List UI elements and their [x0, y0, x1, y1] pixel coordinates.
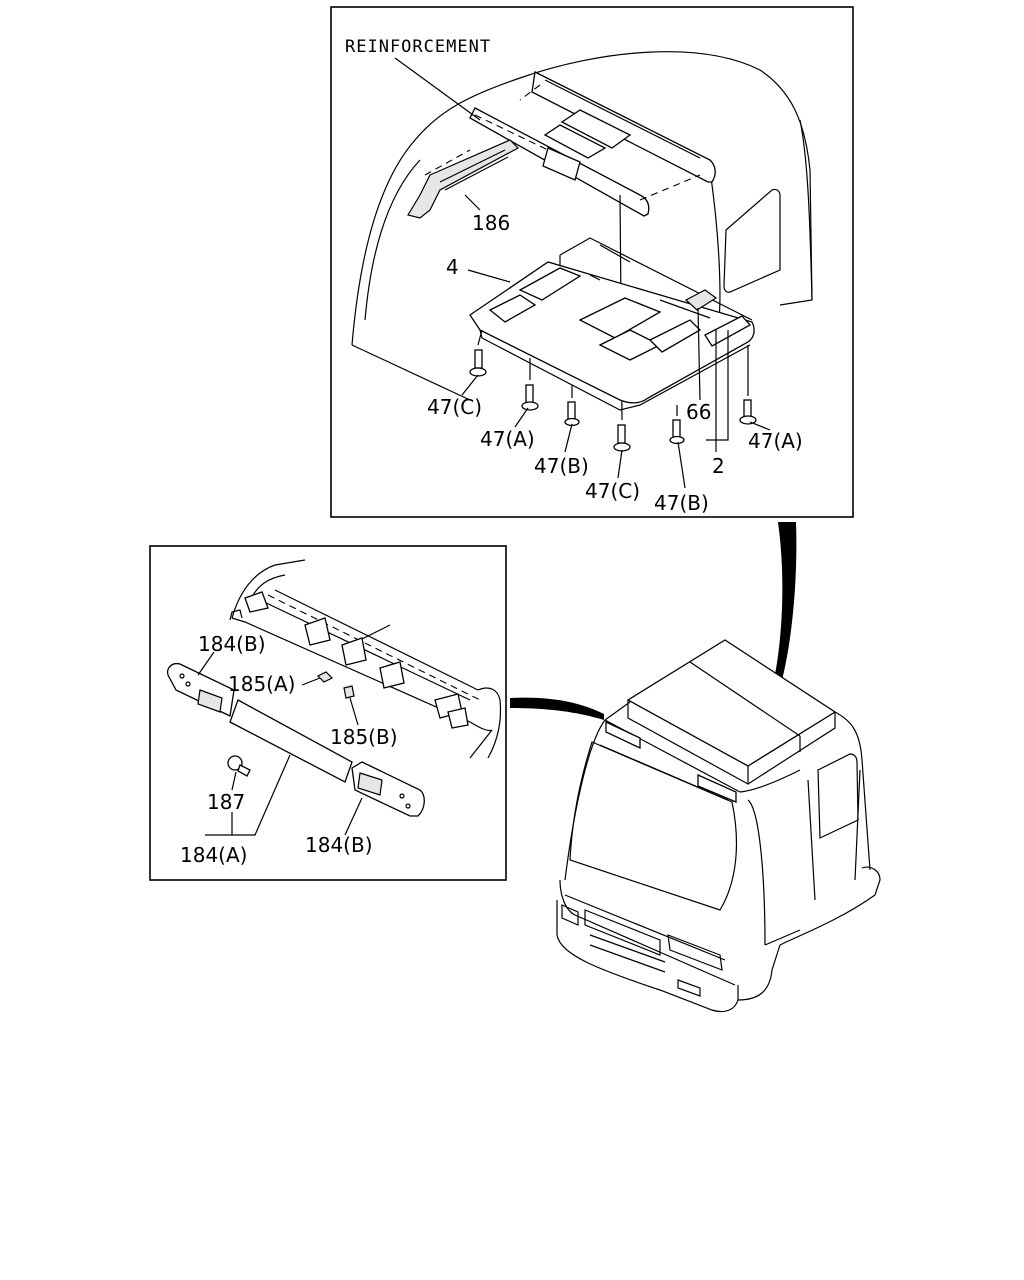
cab-windshield [569, 741, 738, 911]
screw-47b-left [564, 401, 580, 427]
part-185a [316, 671, 334, 683]
cab-headlamp-left [561, 904, 579, 926]
truck-cab [556, 639, 881, 1013]
part-66 [684, 289, 718, 311]
cab-roof-outline [351, 51, 813, 401]
cab-front-header-left [605, 720, 641, 750]
label-4: 4 [446, 255, 459, 279]
label-184a: 184(A) [180, 843, 247, 867]
part-184a-strip [229, 699, 353, 783]
top-inset: REINFORCEMENT 186 4 47(C) 47(A) 47(B) 47… [330, 6, 854, 518]
left-leader-lines [197, 651, 363, 836]
cab-headlamp-right [667, 934, 723, 971]
screw-47a-right [739, 399, 757, 425]
part-184b-top [166, 662, 235, 717]
label-47c-center: 47(C) [585, 479, 640, 503]
label-186: 186 [472, 211, 510, 235]
part-184b-bottom [351, 761, 425, 817]
screw-47a-left [521, 384, 539, 411]
part-185b [343, 685, 355, 699]
label-184b-bottom: 184(B) [305, 833, 373, 857]
roof-box-seam [689, 661, 801, 737]
label-47c-left: 47(C) [427, 395, 482, 419]
cab-grille-left [584, 909, 661, 956]
callout-arrow-left [510, 697, 604, 720]
top-inset-frame [330, 6, 854, 518]
left-inset-frame [149, 545, 507, 881]
label-reinforcement: REINFORCEMENT [345, 37, 491, 57]
part-4-console [469, 237, 755, 411]
part-186 [407, 139, 519, 219]
header-panel-outline [229, 559, 502, 759]
reinforcement-bracket [469, 71, 716, 217]
cab-front-header-right [697, 773, 737, 803]
screw-47b-right [669, 419, 685, 445]
top-leader-lines [394, 57, 771, 489]
screw-47c-center [613, 424, 631, 452]
label-47a-right: 47(A) [748, 429, 803, 453]
label-2: 2 [712, 454, 725, 478]
label-185b: 185(B) [330, 725, 398, 749]
label-47b-right: 47(B) [654, 491, 709, 515]
callout-arrow-top [774, 522, 797, 680]
label-185a: 185(A) [228, 672, 295, 696]
screw-47c-left [469, 349, 487, 377]
label-47b-left: 47(B) [534, 454, 589, 478]
part-187 [227, 755, 251, 777]
label-66: 66 [686, 400, 711, 424]
label-184b-top: 184(B) [198, 632, 266, 656]
left-inset: 184(B) 185(A) 185(B) 187 184(A) 184(B) [149, 545, 507, 881]
label-47a-left: 47(A) [480, 427, 535, 451]
cab-side-window [817, 753, 859, 839]
cab-roof-box [626, 639, 837, 767]
label-187: 187 [207, 790, 245, 814]
